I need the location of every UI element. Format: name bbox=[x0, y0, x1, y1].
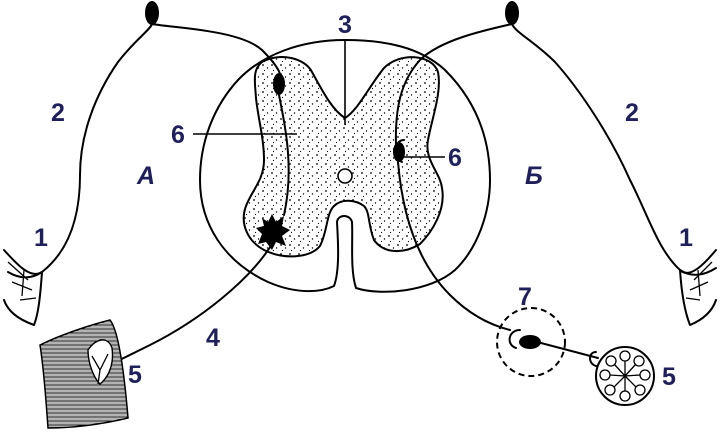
right-receptor bbox=[679, 249, 717, 326]
label-2-right: 2 bbox=[625, 99, 639, 127]
left-interneuron-fiber bbox=[278, 94, 290, 216]
right-central-process bbox=[394, 23, 513, 146]
left-spinal-ganglion bbox=[145, 1, 159, 25]
left-effector-muscle bbox=[39, 319, 129, 429]
label-6-right: 6 bbox=[448, 144, 462, 172]
label-1-left: 1 bbox=[34, 224, 48, 252]
label-2-left: 2 bbox=[51, 99, 65, 127]
right-effector-gland bbox=[595, 346, 655, 406]
central-canal bbox=[337, 168, 353, 184]
postganglionic-ending bbox=[589, 351, 597, 367]
label-side-b: Б bbox=[525, 162, 543, 190]
autonomic-neuron-body bbox=[519, 335, 541, 349]
label-7: 7 bbox=[518, 283, 532, 311]
left-interneuron-body bbox=[273, 73, 285, 95]
label-6-left: 6 bbox=[171, 121, 185, 149]
label-5-left: 5 bbox=[128, 361, 142, 389]
left-efferent-fiber bbox=[99, 243, 273, 371]
right-spinal-ganglion bbox=[505, 1, 519, 25]
left-motor-neuron bbox=[256, 214, 290, 250]
autonomic-ganglion-boundary bbox=[496, 307, 566, 377]
label-side-a: А bbox=[136, 162, 155, 190]
label-1-right: 1 bbox=[679, 224, 693, 252]
postganglionic-fiber bbox=[540, 342, 599, 359]
right-interneuron-body bbox=[393, 142, 405, 162]
label-3: 3 bbox=[338, 11, 352, 39]
spinal-cord-outline bbox=[199, 39, 491, 293]
grey-matter bbox=[242, 56, 444, 258]
left-receptor bbox=[3, 249, 43, 326]
right-efferent-fiber bbox=[397, 161, 511, 331]
label-5-right: 5 bbox=[662, 363, 676, 391]
preganglionic-ending bbox=[508, 329, 521, 349]
left-afferent-fiber bbox=[7, 23, 153, 279]
label-4: 4 bbox=[206, 324, 220, 352]
